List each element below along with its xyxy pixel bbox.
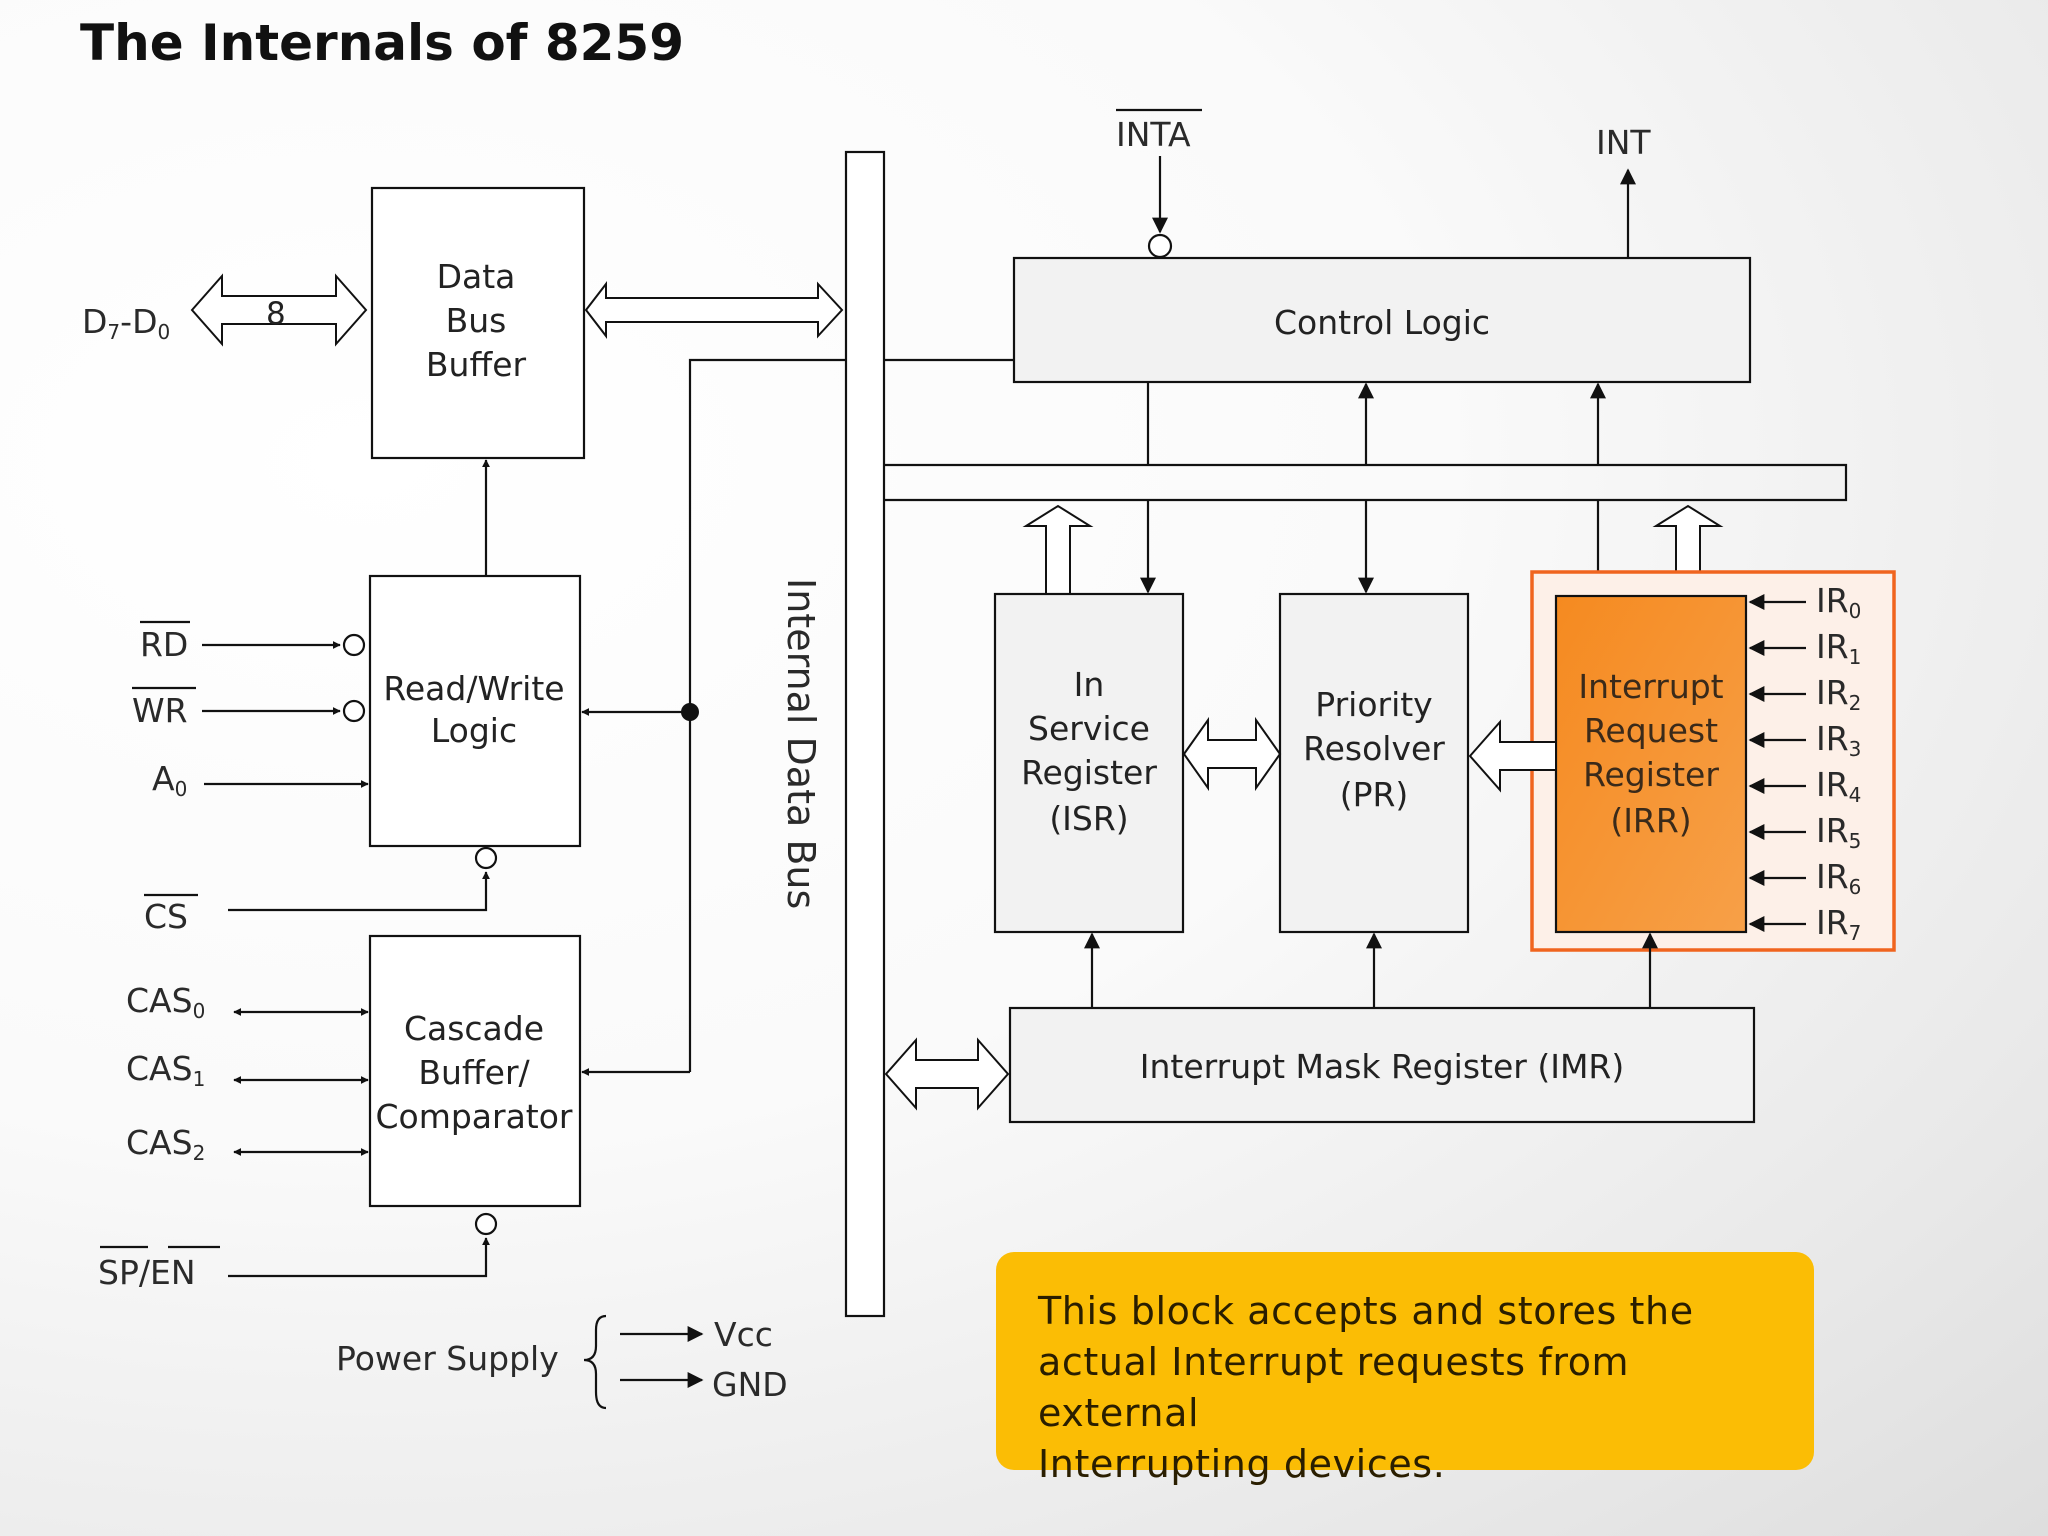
cas0-label: CAS0 [126, 981, 205, 1023]
svg-text:Buffer: Buffer [426, 345, 527, 384]
ir5-label: IR5 [1816, 811, 1861, 853]
upper-internal-bus [884, 463, 1848, 502]
ir0-label: IR0 [1816, 581, 1861, 623]
external-data-bus-arrow [190, 273, 368, 347]
cs-bubble [474, 846, 498, 870]
rw-cascade-tap-line [688, 358, 846, 1072]
sp-en-label: SP/EN [98, 1253, 196, 1292]
svg-text:Read/Write: Read/Write [383, 669, 564, 708]
ir7-label: IR7 [1816, 903, 1861, 945]
svg-text:Buffer/: Buffer/ [418, 1053, 530, 1092]
svg-text:Control Logic: Control Logic [1274, 303, 1490, 342]
sp-en-line [228, 1237, 490, 1278]
svg-text:Register: Register [1021, 753, 1157, 792]
ir2-label: IR2 [1816, 673, 1861, 715]
cs-label: CS [144, 897, 188, 936]
svg-text:Request: Request [1584, 711, 1718, 750]
ir3-label: IR3 [1816, 719, 1861, 761]
svg-text:(PR): (PR) [1340, 775, 1409, 814]
svg-text:Comparator: Comparator [375, 1097, 572, 1136]
power-brace [583, 1314, 607, 1410]
vcc-label: Vcc [714, 1315, 773, 1354]
buffer-to-bus-arrow [584, 281, 844, 339]
irr-to-pr-arrow [1468, 719, 1557, 793]
ir6-label: IR6 [1816, 857, 1861, 899]
gnd-label: GND [712, 1365, 788, 1404]
svg-text:Priority: Priority [1315, 685, 1432, 724]
svg-text:(IRR): (IRR) [1610, 801, 1691, 840]
svg-text:Resolver: Resolver [1303, 729, 1445, 768]
rd-label: RD [140, 625, 188, 664]
read-write-logic-block: Read/Write Logic [368, 574, 582, 848]
svg-text:In: In [1074, 665, 1105, 704]
svg-text:Interrupt: Interrupt [1578, 667, 1723, 706]
callout-line-2: actual Interrupt requests from external [1038, 1340, 1630, 1435]
irr-description-callout: This block accepts and stores the actual… [996, 1252, 1814, 1486]
irr-to-bus-arrow [1652, 504, 1724, 575]
ir-inputs [1748, 594, 1806, 932]
cas1-label: CAS1 [126, 1049, 205, 1091]
internal-data-bus-label: Internal Data Bus [779, 578, 823, 909]
d7-d0-label: D7-D0 [82, 302, 170, 344]
inta-label: INTA [1116, 115, 1191, 154]
a0-label: A0 [152, 759, 187, 801]
sp-en-bubble [474, 1212, 498, 1236]
junction-dot [681, 703, 699, 721]
ir4-label: IR4 [1816, 765, 1861, 807]
svg-text:Interrupt Mask Register (IMR): Interrupt Mask Register (IMR) [1140, 1047, 1624, 1086]
wr-label: WR [132, 691, 188, 730]
irr-block: Interrupt Request Register (IRR) [1554, 594, 1748, 934]
internal-data-bus [844, 150, 886, 1318]
inta-bubble [1147, 233, 1173, 259]
svg-text:Service: Service [1028, 709, 1150, 748]
isr-pr-arrow [1182, 716, 1282, 792]
cs-line [228, 871, 490, 912]
svg-text:Bus: Bus [446, 301, 507, 340]
imr-block: Interrupt Mask Register (IMR) [1008, 1006, 1756, 1124]
svg-text:Data: Data [437, 257, 516, 296]
int-label: INT [1596, 123, 1651, 162]
svg-text:Register: Register [1583, 755, 1719, 794]
callout-line-3: Interrupting devices. [1038, 1442, 1446, 1486]
cascade-buffer-block: Cascade Buffer/ Comparator [368, 934, 582, 1208]
svg-text:Logic: Logic [431, 711, 517, 750]
svg-text:Cascade: Cascade [404, 1009, 544, 1048]
isr-to-bus-arrow [1022, 504, 1094, 595]
bus-imr-arrow [884, 1037, 1010, 1111]
power-supply-label: Power Supply [336, 1339, 559, 1378]
ir1-label: IR1 [1816, 627, 1861, 669]
rd-bubble [342, 633, 366, 657]
svg-text:(ISR): (ISR) [1049, 799, 1128, 838]
page-title: The Internals of 8259 [80, 14, 684, 72]
priority-resolver-block: Priority Resolver (PR) [1278, 592, 1470, 934]
isr-block: In Service Register (ISR) [993, 592, 1185, 934]
control-logic-block: Control Logic [1012, 256, 1752, 384]
callout-line-1: This block accepts and stores the [1038, 1289, 1694, 1333]
cas2-label: CAS2 [126, 1123, 205, 1165]
data-bus-width-label: 8 [266, 296, 286, 332]
wr-bubble [342, 699, 366, 723]
data-bus-buffer-block: Data Bus Buffer [370, 186, 586, 460]
